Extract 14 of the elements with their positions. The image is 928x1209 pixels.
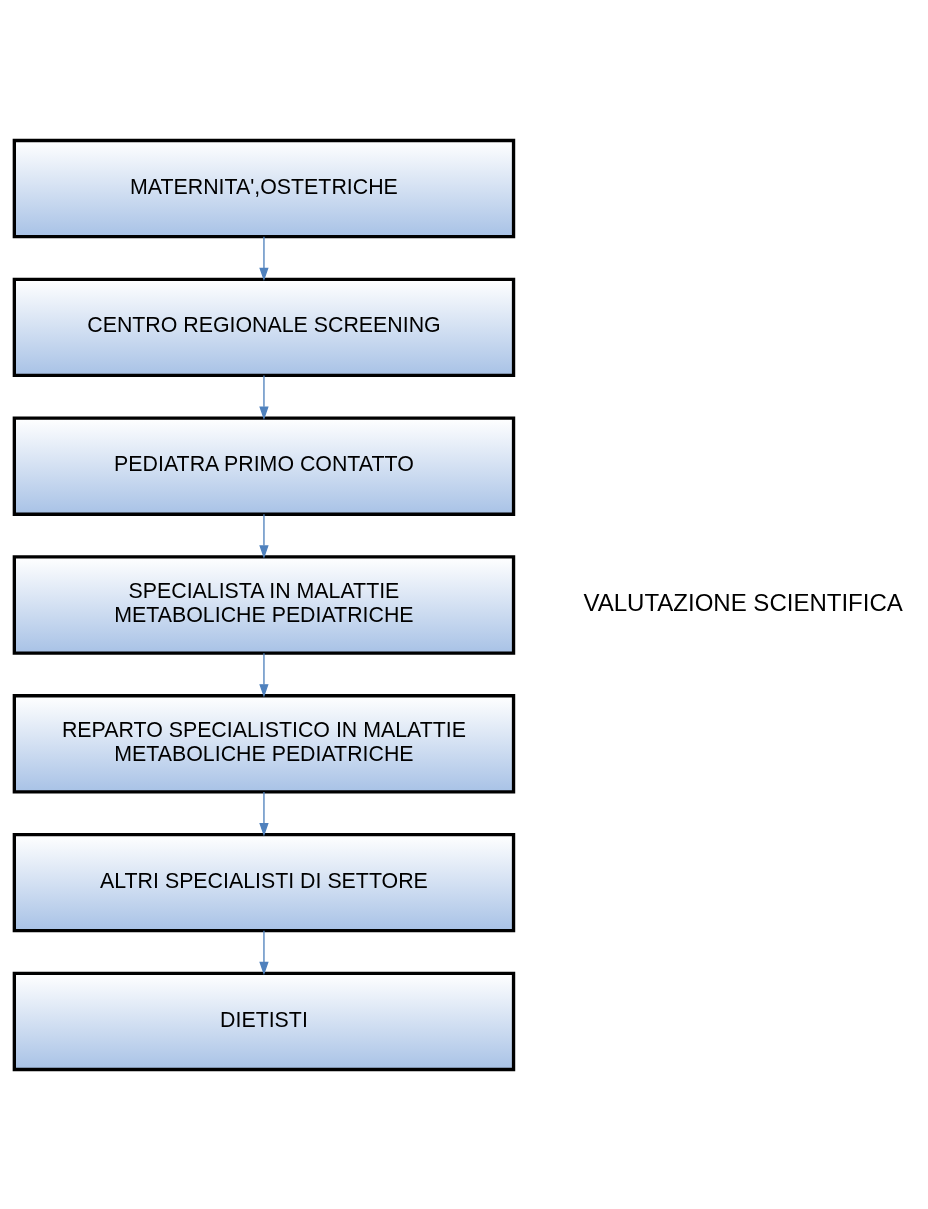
arrow bbox=[258, 513, 269, 559]
node-box: SPECIALISTA IN MALATTIE METABOLICHE PEDIATRICHE bbox=[12, 554, 515, 655]
node-box: REPARTO SPECIALISTICO IN MALATTIE METABOLICHE PEDIATRICHE bbox=[12, 693, 515, 794]
arrow bbox=[258, 652, 269, 698]
arrow bbox=[258, 374, 269, 420]
node-box: DIETISTI bbox=[12, 971, 515, 1071]
node-box: CENTRO REGIONALE SCREENING bbox=[12, 277, 515, 377]
node-box: MATERNITA',OSTETRICHE bbox=[12, 138, 515, 238]
node-box: PEDIATRA PRIMO CONTATTO bbox=[12, 415, 515, 516]
arrow bbox=[258, 790, 269, 836]
node-box: ALTRI SPECIALISTI DI SETTORE bbox=[12, 832, 515, 932]
arrow bbox=[258, 235, 269, 281]
label: VALUTAZIONE SCIENTIFICA bbox=[582, 588, 903, 616]
arrow bbox=[258, 929, 269, 975]
